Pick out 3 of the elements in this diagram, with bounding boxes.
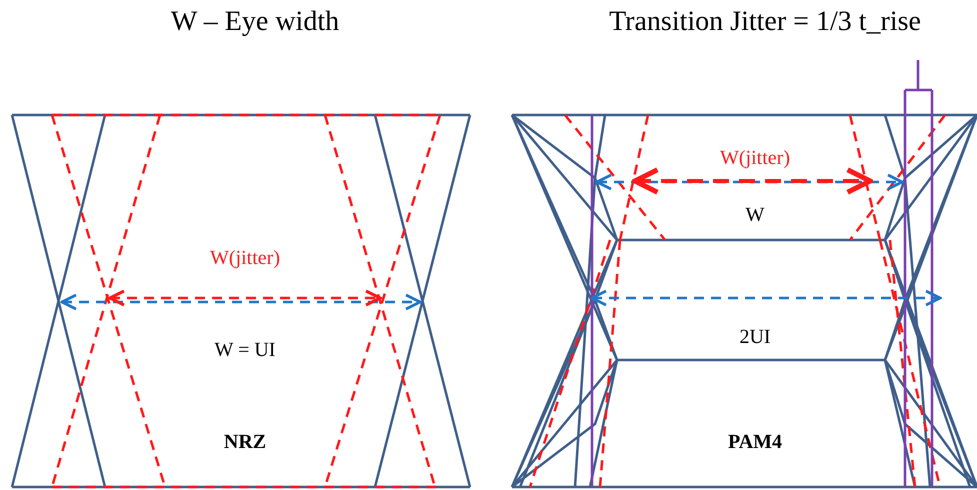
heading: W – Eye width	[168, 8, 342, 36]
dimension-label: W(jitter)	[208, 248, 282, 268]
dimension-label: W(jitter)	[718, 148, 792, 168]
